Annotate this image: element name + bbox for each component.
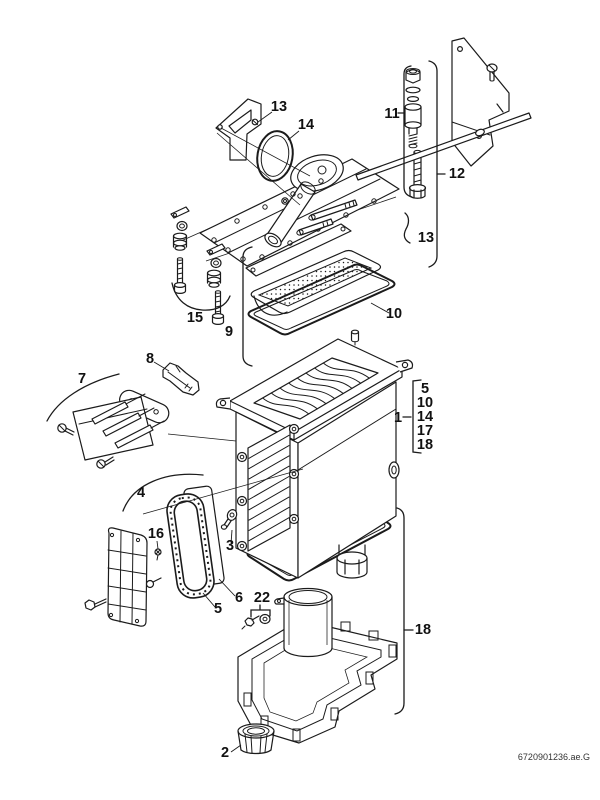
callout-7: 7	[78, 371, 86, 387]
bracket-22	[250, 604, 271, 618]
burner-gasket-ring	[247, 263, 396, 336]
callout-8: 8	[146, 351, 154, 367]
washer	[281, 197, 289, 205]
window-axis-line	[142, 468, 304, 515]
callout-group-5: 5	[421, 381, 429, 397]
callout-group-10: 10	[417, 395, 433, 411]
callout-5: 5	[214, 601, 222, 617]
top-gasket-plate-13	[215, 98, 262, 161]
callout-group-14: 14	[417, 409, 433, 425]
cover-bolt2-icon	[145, 577, 162, 589]
combustion-opening	[253, 357, 379, 420]
callout-1: 1	[394, 410, 402, 426]
brace-15	[171, 282, 231, 311]
siphon-connector-2	[237, 723, 275, 755]
door-axis-lines	[216, 127, 311, 206]
pan-port-cylinder	[274, 587, 333, 658]
bracket-1-group	[412, 379, 422, 454]
cover-grid-4	[84, 527, 162, 627]
brace-9	[242, 246, 253, 367]
electrode-screw-icon	[57, 423, 75, 436]
outlet-port	[336, 544, 368, 579]
callout-13-top: 13	[271, 99, 287, 115]
doc-number: 6720901236.ae.G	[518, 752, 590, 762]
brace-11	[403, 65, 413, 198]
callout-18: 18	[415, 622, 431, 638]
bracket-screw-icon	[486, 63, 498, 82]
support-rail	[355, 112, 532, 181]
burner-door-assembly	[199, 154, 400, 277]
brace-13	[403, 212, 411, 244]
sensor-kit-22	[241, 613, 271, 630]
callout-16: 16	[148, 526, 164, 542]
bolt-plug-kit-15	[170, 206, 226, 325]
small-screw-icon	[350, 329, 360, 346]
callout-group-17: 17	[417, 423, 433, 439]
callout-14-top: 14	[298, 117, 314, 133]
callout-15: 15	[187, 310, 203, 326]
callout-11: 11	[384, 106, 399, 122]
intake-tube	[264, 181, 316, 248]
brace-12	[428, 60, 438, 268]
callout-10: 10	[386, 306, 402, 322]
callout-9: 9	[225, 324, 233, 340]
brace-4	[122, 473, 204, 512]
callout-22: 22	[254, 590, 270, 606]
heat-exchanger-1	[215, 329, 414, 579]
callout-labels: 13 14 11 12 13 15 9 10 8 7 1 5 10 14 17 …	[78, 99, 465, 761]
callout-12: 12	[449, 166, 465, 182]
mounting-bracket-12	[355, 37, 532, 181]
window-gasket-5	[166, 493, 215, 599]
o-ring-14	[256, 130, 294, 182]
callout-leaders	[153, 111, 390, 753]
brace-18	[394, 507, 405, 715]
door-rail	[245, 223, 352, 277]
electrode-screw2-icon	[96, 456, 115, 469]
callout-6: 6	[235, 590, 243, 606]
retainer-clip-8	[162, 362, 200, 396]
callout-group-18: 18	[417, 437, 433, 453]
kit-bolt-a	[173, 257, 187, 294]
coil-window	[247, 424, 291, 552]
sensor-3	[220, 509, 238, 530]
brace-7	[46, 373, 120, 422]
burner-and-gasket-10	[247, 249, 396, 336]
stud-bolts-13	[296, 199, 358, 236]
callout-3: 3	[226, 538, 234, 554]
electrode-assembly-7	[57, 389, 170, 469]
cover-bolt-icon	[84, 598, 107, 611]
flange-bolts	[236, 423, 300, 552]
callout-4: 4	[137, 485, 145, 501]
screw-16	[154, 548, 162, 561]
callout-13-mid: 13	[418, 230, 434, 246]
kit-bolt-b	[211, 290, 225, 325]
callout-2: 2	[221, 745, 229, 761]
callout-braces	[46, 60, 446, 715]
bolt-kit-11	[404, 68, 427, 199]
